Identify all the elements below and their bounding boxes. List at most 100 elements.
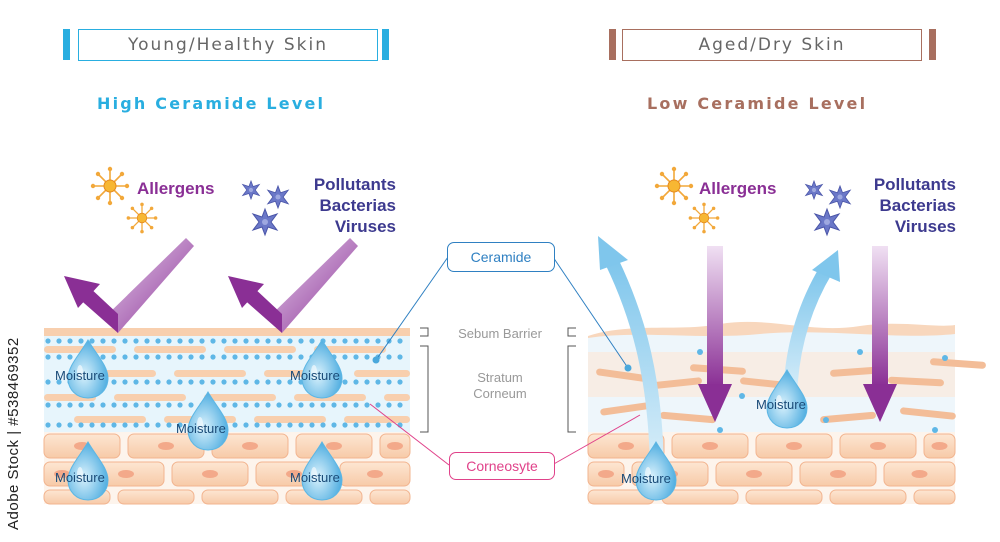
- pollutant-star-icon: [242, 180, 260, 200]
- ceramide-dot: [254, 354, 260, 360]
- cell-nucleus: [911, 470, 928, 478]
- ceramide-dot: [386, 402, 392, 408]
- corneosyte: [74, 416, 146, 423]
- ceramide-dot: [155, 402, 161, 408]
- ceramide-dot: [45, 422, 51, 428]
- ceramide-dot: [397, 402, 403, 408]
- ceramide-dot: [298, 422, 304, 428]
- corneosyte: [600, 401, 656, 416]
- ceramide-dot: [188, 338, 194, 344]
- right-allergens-label: Allergens: [699, 179, 777, 198]
- ceramide-dot: [122, 379, 128, 385]
- corneosyte-callout: Corneosyte: [449, 452, 555, 480]
- ceramide-dot: [276, 422, 282, 428]
- ceramide-dot: [166, 338, 172, 344]
- corneosyte: [114, 394, 186, 401]
- ceramide-dot: [276, 402, 282, 408]
- ceramide-dot: [100, 354, 106, 360]
- ceramide-dot: [342, 379, 348, 385]
- cell-nucleus: [746, 470, 762, 478]
- cell-nucleus: [931, 442, 948, 450]
- ceramide-dot: [397, 354, 403, 360]
- cell-nucleus: [242, 442, 258, 450]
- moisture-label: Moisture: [176, 421, 226, 436]
- moisture-label: Moisture: [55, 368, 105, 383]
- ceramide-dot: [122, 422, 128, 428]
- skin-cell: [829, 489, 907, 505]
- ceramide-dot: [199, 379, 205, 385]
- ceramide-dot: [298, 354, 304, 360]
- ceramide-dot: [342, 422, 348, 428]
- ceramide-dot: [331, 402, 337, 408]
- skin-cell: [745, 489, 823, 505]
- ceramide-dot: [342, 338, 348, 344]
- ceramide-dot: [386, 422, 392, 428]
- corneosyte: [314, 346, 386, 353]
- ceramide-dot: [375, 379, 381, 385]
- ceramide-dot: [375, 402, 381, 408]
- cell-nucleus: [326, 442, 342, 450]
- ceramide-dot: [166, 379, 172, 385]
- ceramide-dot: [144, 422, 150, 428]
- corneosyte: [224, 346, 296, 353]
- ceramide-dot: [67, 338, 73, 344]
- ceramide-dot: [353, 422, 359, 428]
- corneosyte: [204, 394, 276, 401]
- right-pollutants-label: Pollutants Bacterias Viruses: [856, 174, 956, 237]
- ceramide-dot: [309, 402, 315, 408]
- ceramide-dot: [177, 379, 183, 385]
- pollutant-star-icon: [805, 180, 823, 200]
- ceramide-dot: [375, 338, 381, 344]
- ceramide-dot: [309, 338, 315, 344]
- ceramide-dot: [177, 338, 183, 344]
- left-header-bar-right: [382, 29, 389, 60]
- ceramide-dot: [232, 354, 238, 360]
- right-cells: [587, 433, 956, 505]
- ceramide-dot: [122, 338, 128, 344]
- ceramide-dot: [188, 402, 194, 408]
- viruses-text: Viruses: [894, 217, 956, 236]
- ceramide-dot: [133, 422, 139, 428]
- corneosyte: [384, 394, 410, 401]
- ceramide-dot: [111, 422, 117, 428]
- ceramide-dot: [67, 354, 73, 360]
- corneosyte: [930, 358, 986, 369]
- ceramide-dot: [166, 402, 172, 408]
- ceramide-dot: [265, 422, 271, 428]
- ceramide-dot: [133, 354, 139, 360]
- pollutant-star-icon: [814, 208, 840, 236]
- cell-nucleus: [286, 470, 302, 478]
- ceramide-dot: [386, 379, 392, 385]
- corneosyte: [254, 416, 326, 423]
- ceramide-dot: [155, 379, 161, 385]
- ceramide-dot: [254, 402, 260, 408]
- ceramide-dot: [276, 338, 282, 344]
- ceramide-dot: [932, 427, 938, 433]
- ceramide-dot: [287, 338, 293, 344]
- pollutant-star-icon: [267, 185, 289, 209]
- ceramide-dot: [265, 402, 271, 408]
- ceramide-dot: [155, 422, 161, 428]
- ceramide-dot: [78, 422, 84, 428]
- ceramide-dot: [56, 422, 62, 428]
- cell-nucleus: [202, 470, 218, 478]
- corneosyte: [596, 368, 652, 383]
- ceramide-dot: [320, 422, 326, 428]
- skin-cell: [117, 489, 195, 505]
- ceramide-dot: [397, 338, 403, 344]
- ceramide-dot: [199, 354, 205, 360]
- ceramide-dot: [276, 379, 282, 385]
- ceramide-dot: [155, 354, 161, 360]
- ceramide-dot: [353, 338, 359, 344]
- ceramide-callout: Ceramide: [447, 242, 555, 272]
- ceramide-dot: [232, 422, 238, 428]
- allergen-sun-icon: [653, 166, 695, 206]
- ceramide-dot: [320, 402, 326, 408]
- left-pollutants-label: Pollutants Bacterias Viruses: [292, 174, 396, 237]
- sebum-barrier-label: Sebum Barrier: [458, 326, 542, 341]
- pollutants-text: Pollutants: [313, 175, 396, 194]
- ceramide-dot: [56, 338, 62, 344]
- allergen-sun-icon: [125, 201, 159, 235]
- ceramide-dot: [56, 402, 62, 408]
